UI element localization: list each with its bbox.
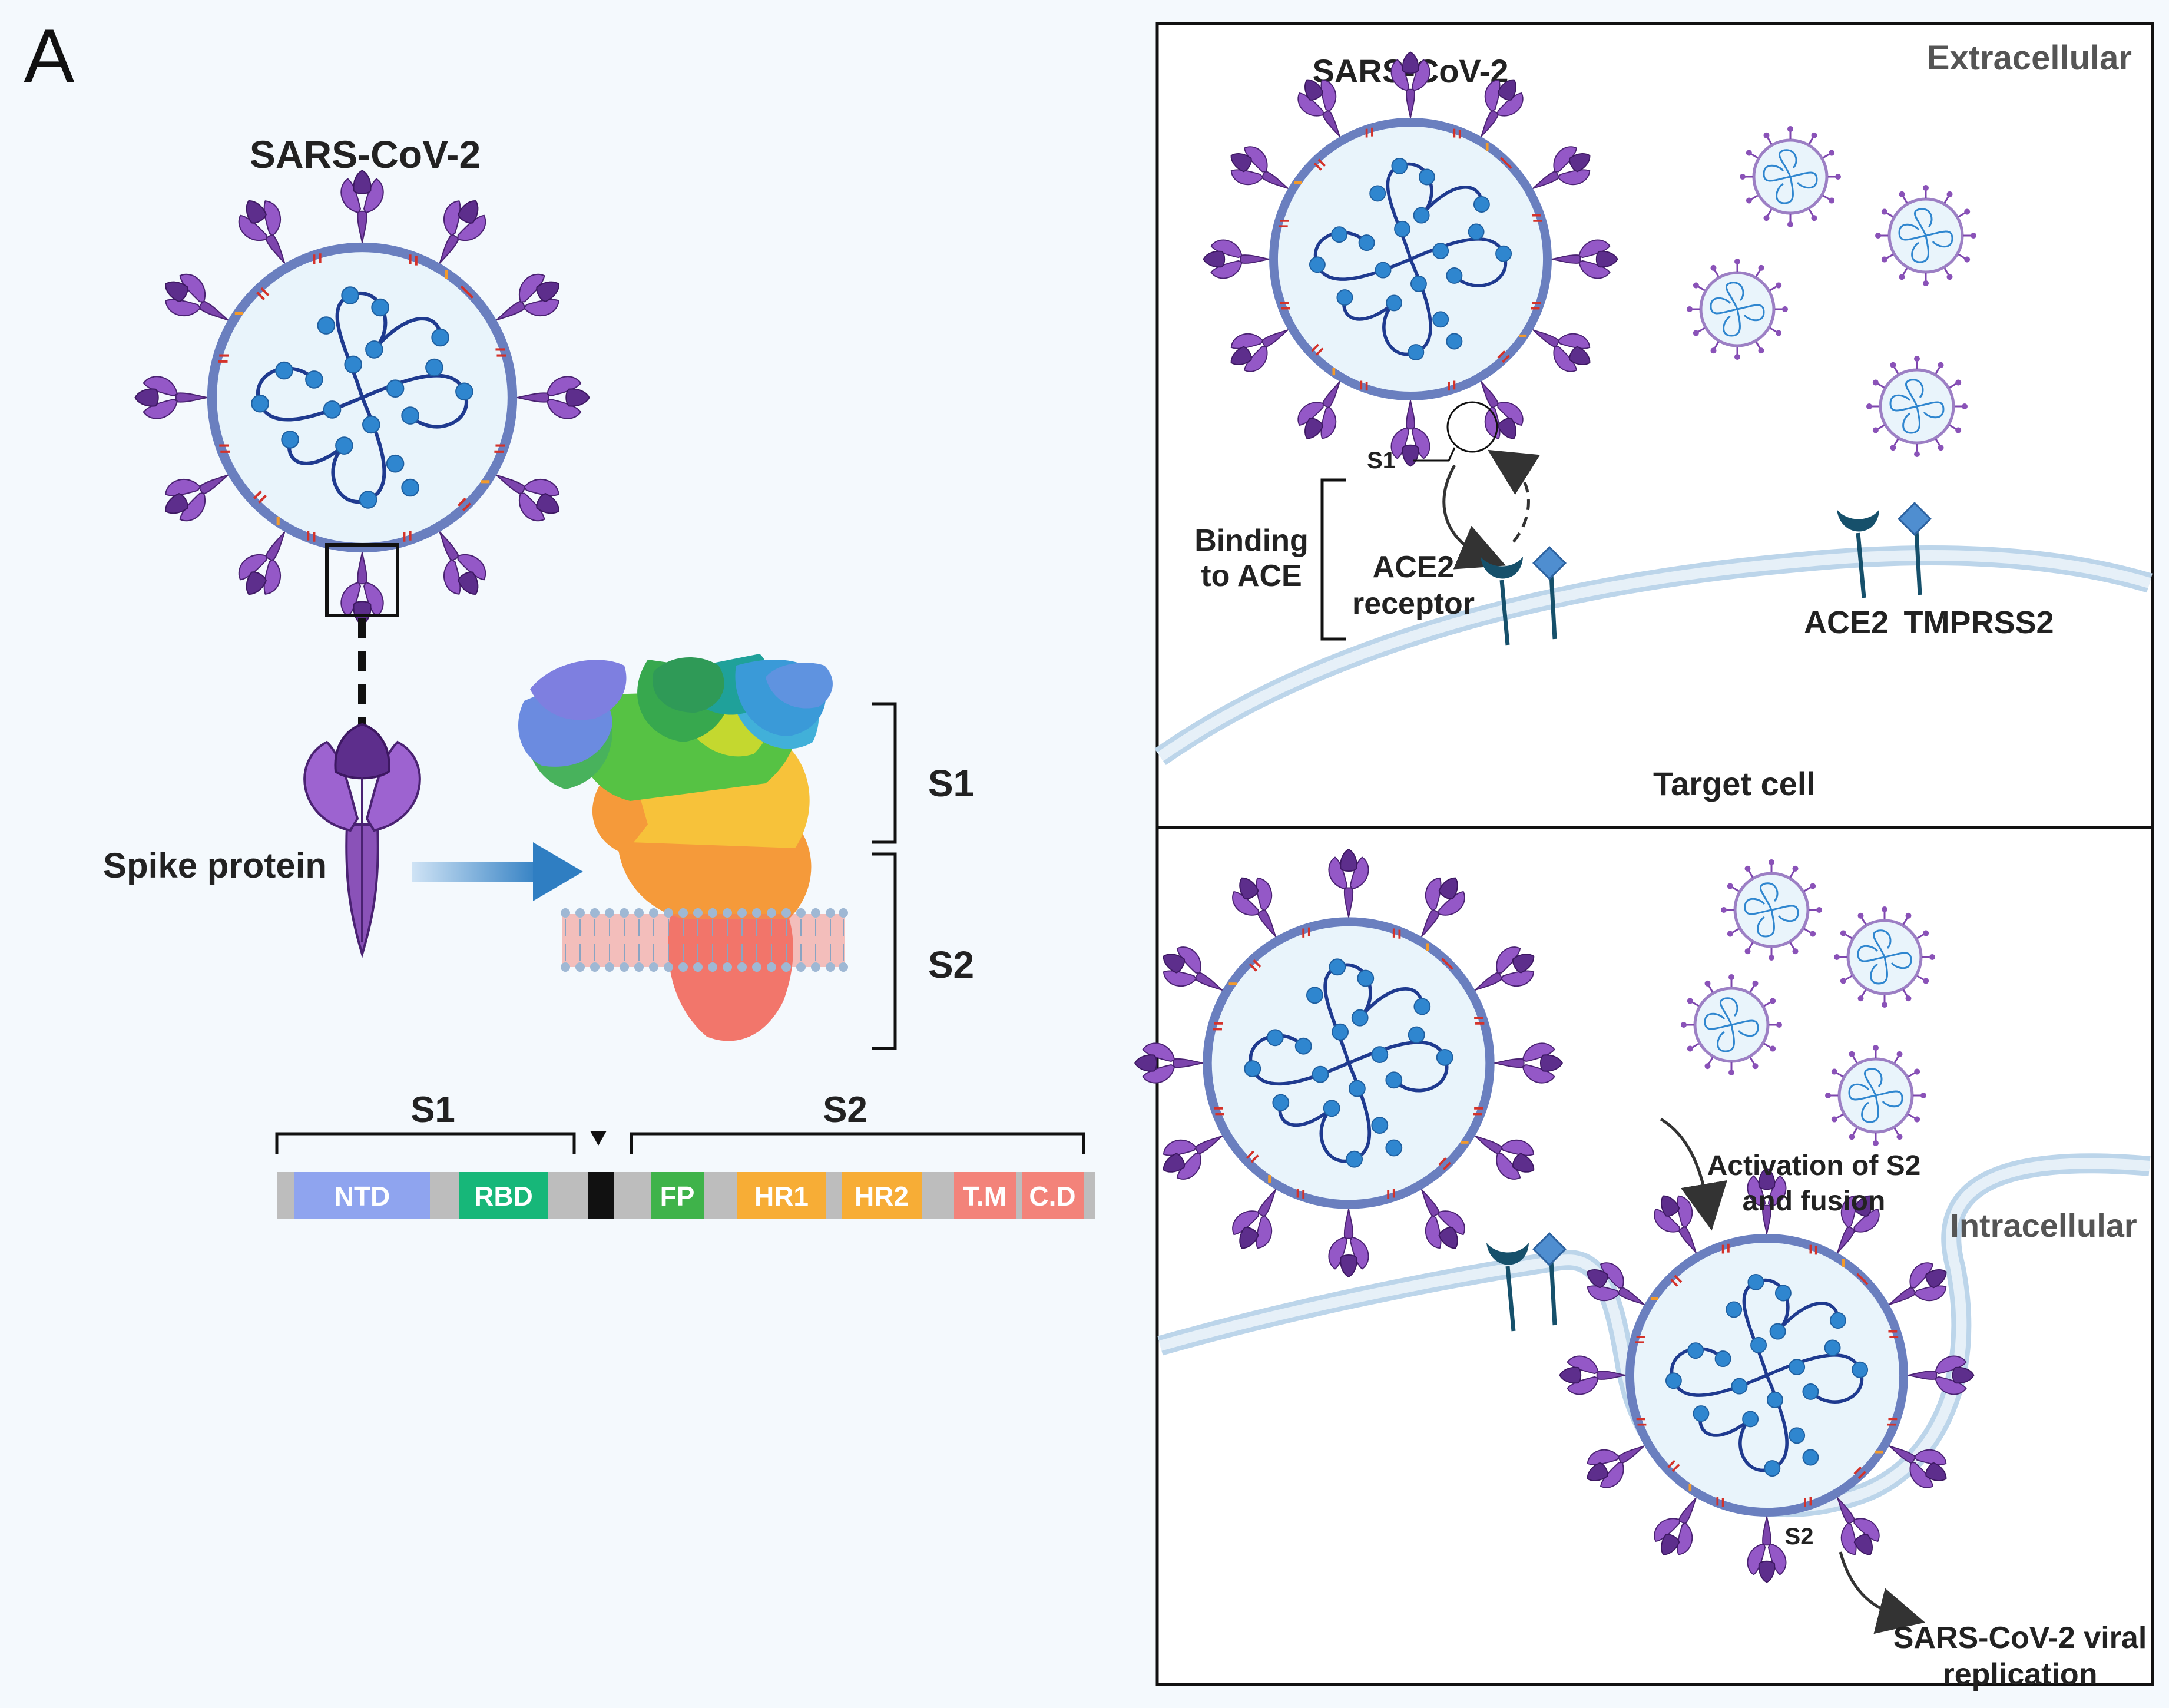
domain-label-cd: C.D xyxy=(1029,1181,1075,1212)
spike-protein-icon xyxy=(303,723,421,958)
ace2-receptor-label-line1: ACE2 xyxy=(1373,550,1455,584)
extracellular-label: Extracellular xyxy=(1927,39,2132,77)
panel-b: B Extracellular SARS-CoV-2 S1 Binding to… xyxy=(1135,16,2154,1692)
panel-a-virion xyxy=(135,170,589,624)
ace2-receptor-label-line2: receptor xyxy=(1352,587,1475,621)
binding-bracket xyxy=(1320,478,1346,641)
domain-rbd xyxy=(459,1172,548,1219)
domain-cd xyxy=(1022,1172,1084,1219)
zoom-box xyxy=(325,543,399,617)
ace2-label: ACE2 xyxy=(1804,605,1889,640)
domain-tm xyxy=(954,1172,1016,1219)
structure-label-s2: S2 xyxy=(928,944,974,986)
binding-arrow-dashed xyxy=(1488,449,1541,543)
intracellular-label: Intracellular xyxy=(1950,1207,2137,1244)
domain-label-tm: T.M xyxy=(963,1181,1006,1212)
domain-bracket-s2 xyxy=(630,1132,1085,1154)
domain-bar-label-s2: S2 xyxy=(823,1090,867,1130)
spike-protein-label: Spike protein xyxy=(103,846,327,885)
domain-bar: NTD RBD FP HR1 HR2 T.M C.D xyxy=(277,1172,1095,1219)
replication-label-line1: SARS-CoV-2 viral xyxy=(1893,1621,2147,1655)
cleavage-site-marker xyxy=(590,1131,607,1146)
s1-pointer xyxy=(1413,447,1456,462)
binding-label-line2: to ACE xyxy=(1201,559,1302,593)
domain-label-rbd: RBD xyxy=(474,1181,533,1212)
activation-label-line1: Activation of S2 xyxy=(1707,1150,1921,1181)
s1-label: S1 xyxy=(1367,448,1396,474)
panel-a-letter: A xyxy=(24,13,75,99)
structure-bracket-s2 xyxy=(872,852,897,1050)
domain-label-ntd: NTD xyxy=(335,1181,390,1212)
domain-hr2 xyxy=(842,1172,922,1219)
domain-ntd xyxy=(294,1172,430,1219)
structure-label-s1: S1 xyxy=(928,762,974,805)
panel-a: A SARS-CoV-2 Spike protein xyxy=(24,13,1095,1219)
domain-bar-label-s1: S1 xyxy=(410,1090,455,1130)
domain-fp xyxy=(651,1172,704,1219)
tmprss2-label: TMPRSS2 xyxy=(1903,605,2054,640)
domain-bracket-s1 xyxy=(275,1132,576,1154)
target-cell-label: Target cell xyxy=(1653,765,1816,802)
replication-label-line2: replication xyxy=(1943,1657,2098,1692)
s2-label: S2 xyxy=(1785,1524,1814,1550)
lipid-bilayer xyxy=(561,908,848,972)
s1-highlight-circle xyxy=(1446,401,1498,453)
domain-label-hr1: HR1 xyxy=(754,1181,809,1212)
panel-a-virus-title: SARS-CoV-2 xyxy=(250,133,481,176)
domain-hr1 xyxy=(737,1172,826,1219)
domain-label-hr2: HR2 xyxy=(855,1181,909,1212)
binding-label-line1: Binding xyxy=(1194,524,1309,558)
domain-label-fp: FP xyxy=(660,1181,695,1212)
replication-arrow xyxy=(1839,1551,1925,1634)
domain-cleavage xyxy=(588,1172,614,1219)
activation-label-line2: and fusion xyxy=(1743,1186,1886,1217)
spike-to-structure-arrow xyxy=(412,842,583,901)
activation-arrow xyxy=(1660,1117,1727,1231)
spike-trimer-structure xyxy=(518,654,848,1041)
binding-arrow-solid xyxy=(1442,464,1506,570)
structure-bracket-s1 xyxy=(872,702,897,844)
